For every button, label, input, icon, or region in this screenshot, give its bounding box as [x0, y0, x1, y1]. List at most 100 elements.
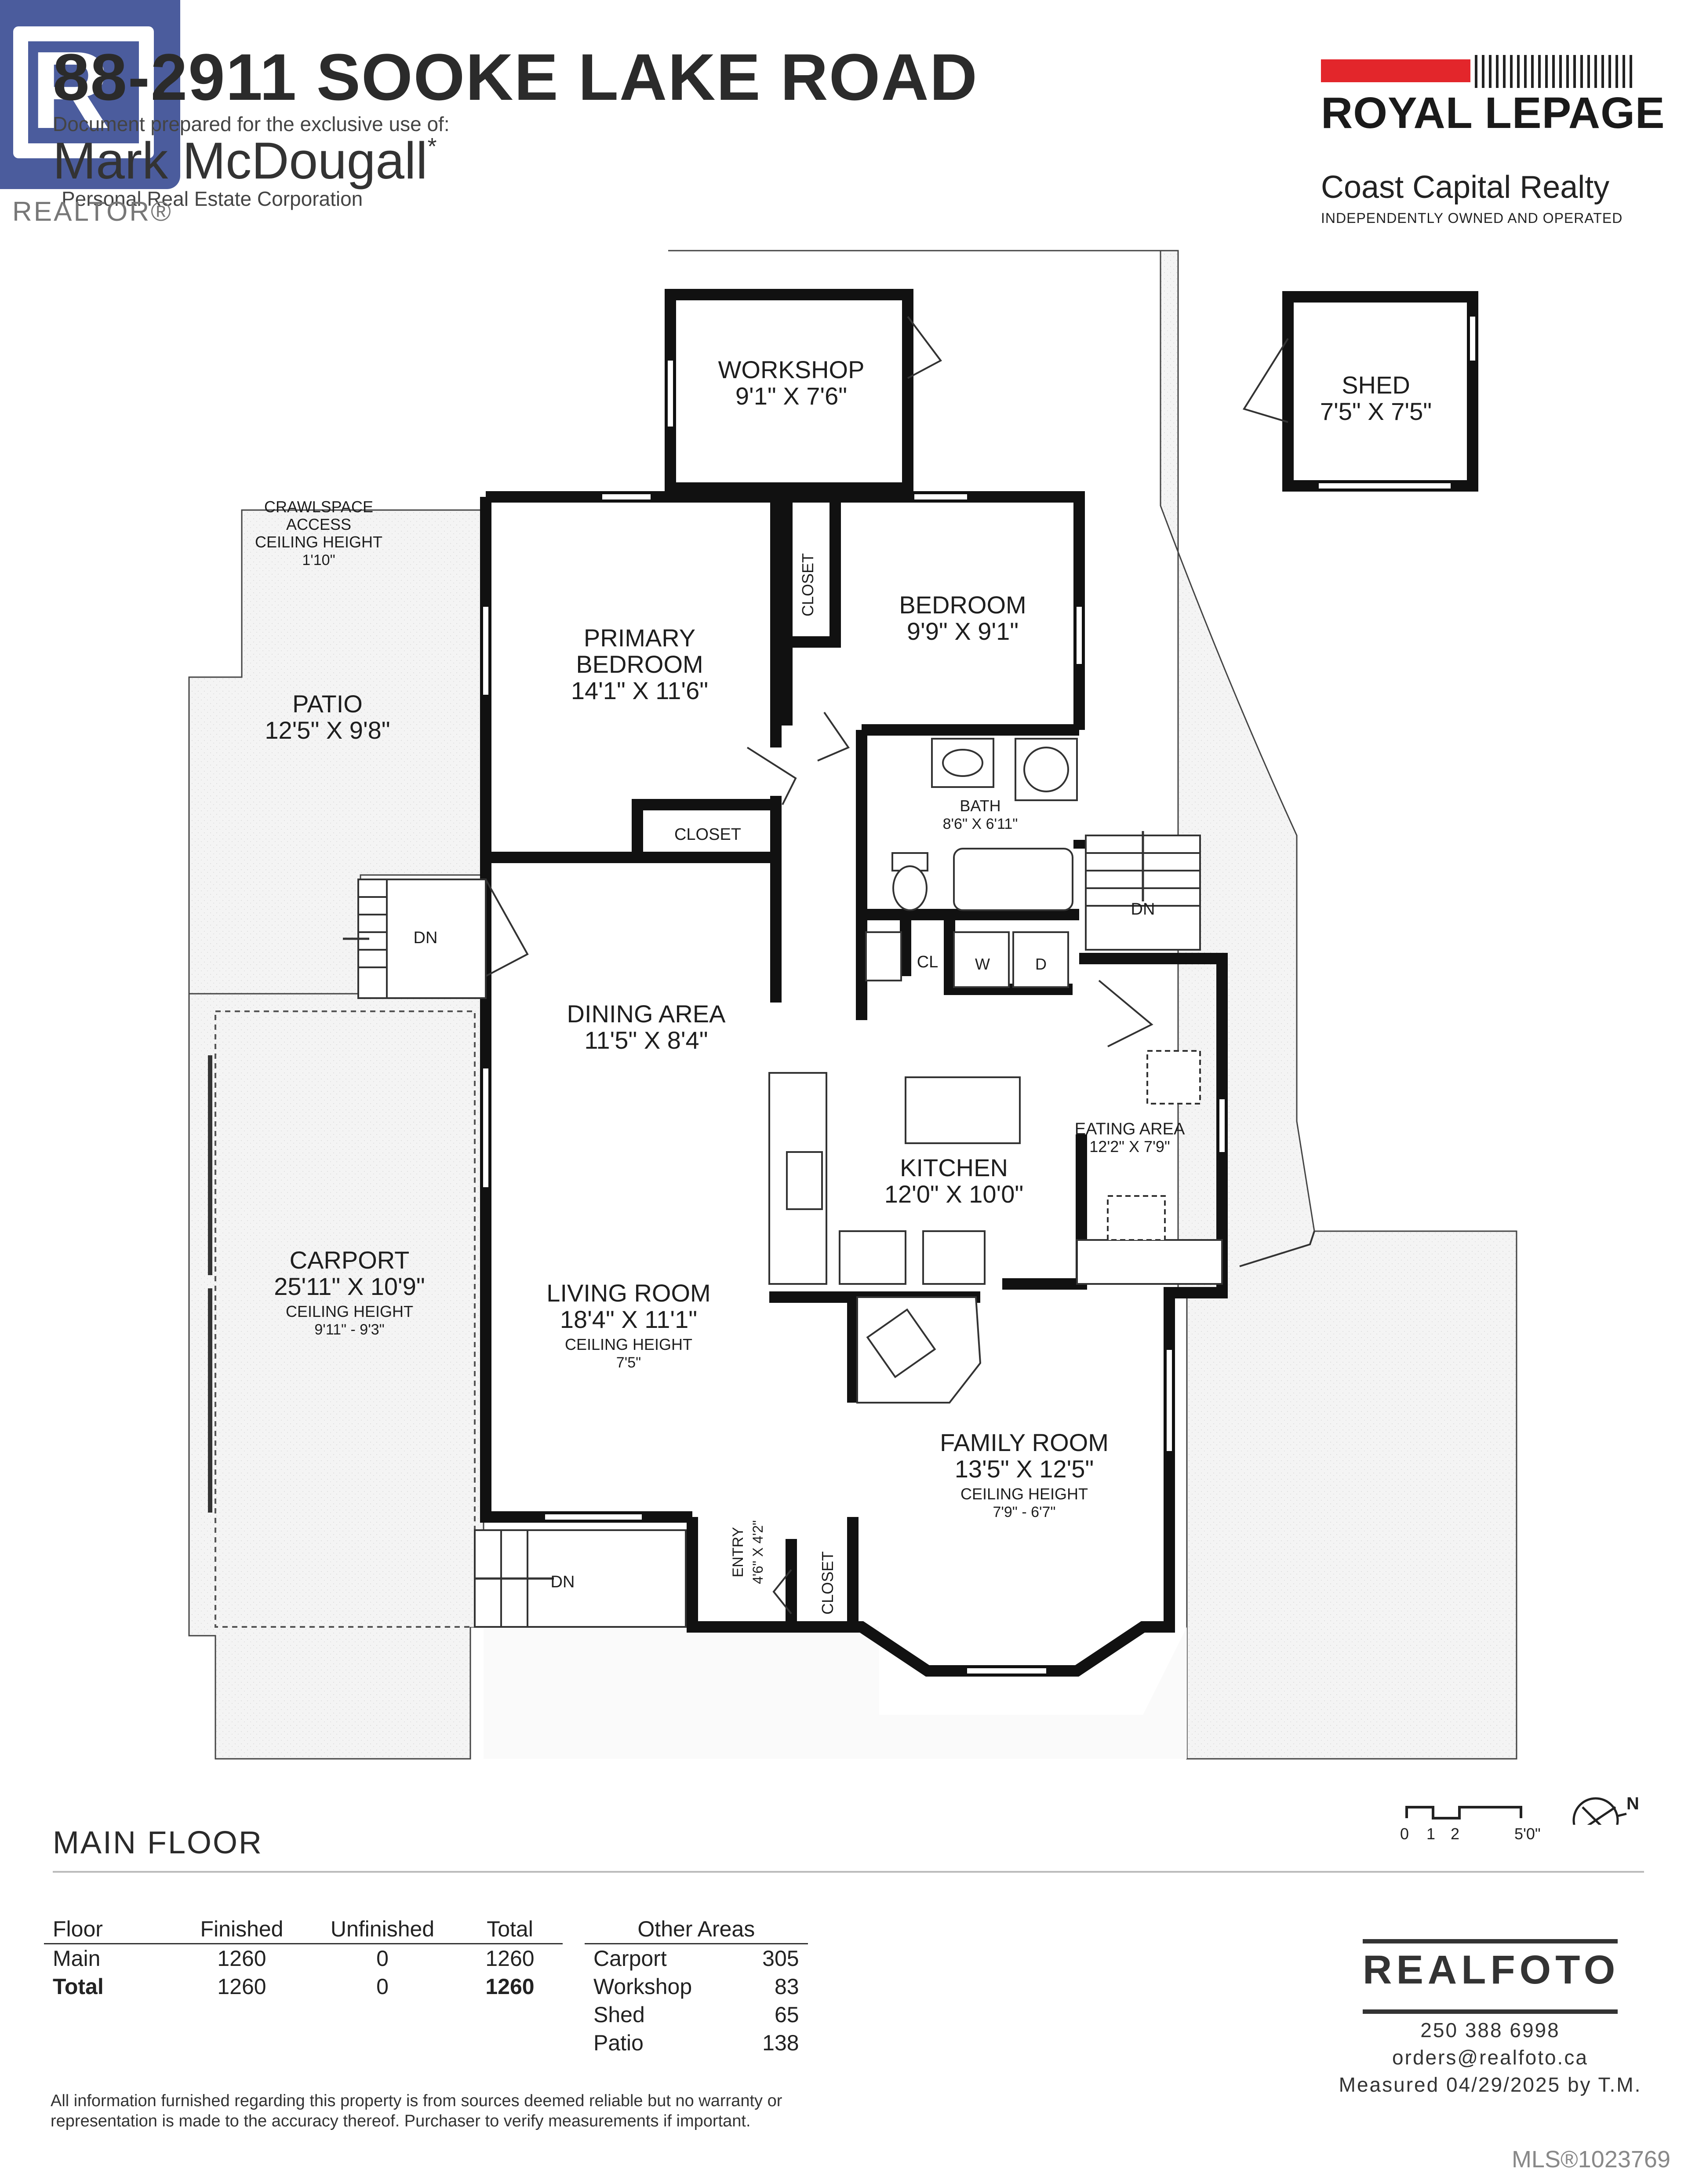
other-areas-header: Other Areas [585, 1915, 808, 1944]
crawlspace-line1: CRAWLSPACE [264, 498, 373, 516]
closet-entry: CLOSET [819, 1551, 837, 1615]
table-row: Patio 138 [585, 2029, 808, 2057]
dining-name: DINING AREA [567, 1000, 726, 1028]
eating-name: EATING AREA [1075, 1120, 1185, 1138]
realfoto-logo-text: REALFOTO [1363, 1947, 1620, 1992]
measured-note: Measured 04/29/2025 by T.M. [1339, 2073, 1642, 2096]
workshop-dims: 9'1" X 7'6" [735, 382, 847, 410]
kitchen-name: KITCHEN [900, 1154, 1008, 1181]
table-header-row: Floor Finished Unfinished Total [44, 1915, 563, 1944]
area-name: Shed [593, 2002, 645, 2027]
dryer-label: D [1035, 955, 1047, 973]
eating-table-top [1146, 1050, 1201, 1105]
closet-box [787, 497, 841, 648]
closet-primary: CLOSET [674, 825, 741, 844]
outdoor-areas [188, 250, 1517, 1760]
scale-tick-2: 2 [1451, 1825, 1460, 1843]
scale-tick-5: 5'0" [1514, 1825, 1541, 1843]
primary-bedroom-line2: BEDROOM [576, 650, 703, 678]
stair-dn-left: DN [414, 929, 438, 947]
family-name: FAMILY ROOM [940, 1429, 1109, 1456]
carport-ceiling: 9'11" - 9'3" [314, 1321, 384, 1338]
compass-label: N [1626, 1794, 1639, 1813]
right-yard [668, 250, 1517, 1760]
table-row: Shed 65 [585, 2001, 808, 2029]
shed-name: SHED [1342, 371, 1410, 399]
area-value: 138 [762, 2031, 799, 2055]
area-value: 65 [774, 2002, 799, 2027]
scale-tick-0: 0 [1400, 1825, 1410, 1843]
photographer-phone: 250 388 6998 [1420, 2019, 1560, 2042]
living-name: LIVING ROOM [546, 1279, 710, 1307]
agent-name-text: Mark McDougall [53, 132, 428, 190]
stove [839, 1230, 906, 1285]
col-unfinished: Unfinished [308, 1915, 457, 1944]
crawlspace-line2: ACCESS [286, 515, 351, 533]
scale-tick-1: 1 [1426, 1825, 1436, 1843]
kitchen-island [905, 1076, 1021, 1144]
living-ceiling-label: CEILING HEIGHT [565, 1335, 692, 1353]
area-name: Patio [593, 2031, 644, 2055]
agent-corporation: Personal Real Estate Corporation [62, 187, 363, 210]
realfoto-logo [1363, 1939, 1618, 2014]
agent-name: Mark McDougall* [53, 134, 437, 189]
laundry [856, 915, 1073, 1020]
carport-ceiling-label: CEILING HEIGHT [286, 1302, 413, 1320]
brokerage-name: ROYAL LEPAGE [1321, 88, 1665, 138]
realtor-logo-letter: R [31, 29, 110, 151]
footer-divider [53, 1871, 1644, 1873]
windows [483, 317, 1475, 1674]
laundry-sink [865, 931, 902, 981]
workshop-name: WORKSHOP [718, 356, 865, 383]
area-value: 305 [762, 1946, 799, 1971]
cell-total: 1260 [485, 1946, 535, 1971]
double-sink [786, 1151, 823, 1210]
area-name: Workshop [593, 1974, 692, 1999]
dryer [1012, 931, 1069, 988]
table-header-row: Other Areas [585, 1915, 808, 1944]
walls [480, 289, 1478, 1677]
carport-name: CARPORT [290, 1246, 410, 1274]
fridge [922, 1230, 986, 1285]
front-yard [484, 1627, 1187, 1759]
entry-name: ENTRY [730, 1527, 746, 1578]
stair-left [357, 879, 487, 999]
eating-counter [1076, 1239, 1223, 1285]
door-swings [485, 316, 1315, 1615]
toilet-bowl [892, 865, 928, 911]
bathtub [953, 848, 1073, 911]
primary-bedroom-dims: 14'1" X 11'6" [571, 677, 708, 704]
floor-title: MAIN FLOOR [53, 1825, 263, 1860]
other-areas-table: Other Areas Carport 305 Workshop 83 Shed… [585, 1915, 808, 2057]
cell-floor: Total [53, 1974, 104, 1999]
bedroom-name: BEDROOM [899, 591, 1026, 619]
scale-bar [1405, 1806, 1522, 1819]
cell-unfinished: 0 [376, 1974, 389, 1999]
stair-dn-bottom: DN [551, 1573, 575, 1591]
eating-stool [1107, 1195, 1166, 1241]
closet-vertical: CLOSET [799, 553, 817, 616]
stairs [343, 831, 1201, 1628]
table-row: Workshop 83 [585, 1973, 808, 2001]
cl-label: CL [917, 953, 939, 971]
primary-closet [632, 799, 776, 857]
mls-number: MLS®1023769 [1511, 2146, 1670, 2173]
disclaimer: All information furnished regarding this… [51, 2092, 782, 2130]
crawlspace-line4: 1'10" [302, 552, 335, 569]
cell-total: 1260 [485, 1974, 535, 1999]
table-row-total: Total 1260 0 1260 [44, 1973, 563, 2001]
living-dims: 18'4" X 11'1" [560, 1305, 697, 1333]
entry-dims: 4'6" X 4'2" [750, 1520, 766, 1584]
room-labels: WORKSHOP 9'1" X 7'6" SHED 7'5" X 7'5" CR… [255, 356, 1432, 1615]
fixtures [768, 738, 1223, 1404]
col-floor: Floor [44, 1915, 176, 1944]
primary-bedroom-line1: PRIMARY [584, 624, 695, 652]
shed-dims: 7'5" X 7'5" [1320, 397, 1432, 425]
prepared-for-text: Document prepared for the exclusive use … [53, 113, 450, 135]
floor-area-table: Floor Finished Unfinished Total Main 126… [44, 1915, 563, 2001]
washer-label: W [975, 955, 990, 973]
col-total: Total [457, 1915, 563, 1944]
table-row: Main 1260 0 1260 [44, 1944, 563, 1973]
patio-name: PATIO [292, 690, 363, 718]
